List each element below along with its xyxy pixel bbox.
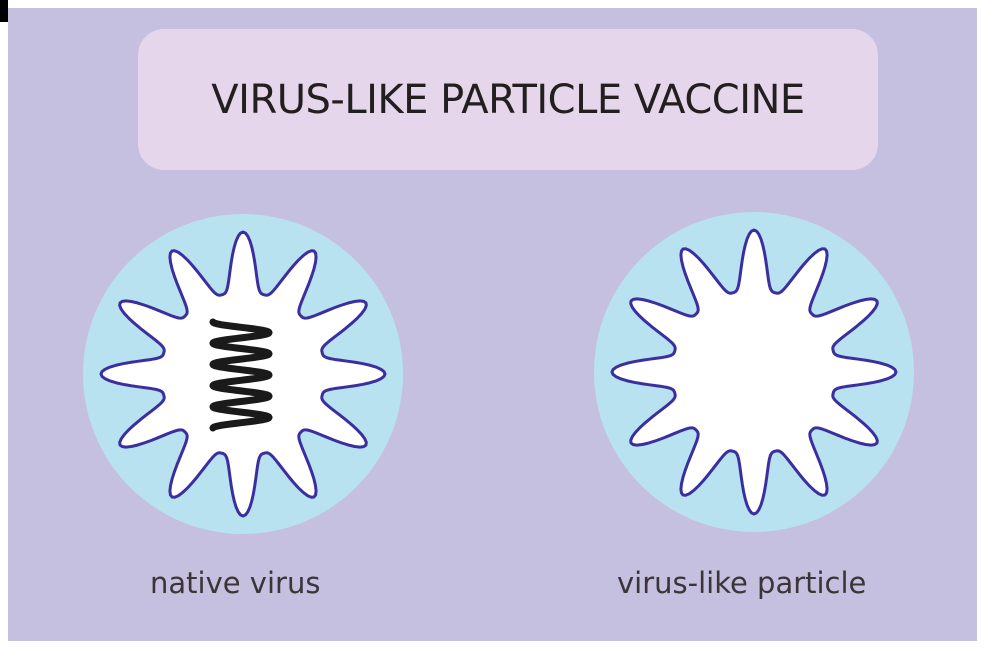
native-virus-diagram xyxy=(83,214,403,534)
virus-like-particle-caption: virus-like particle xyxy=(617,566,866,600)
corner-mark xyxy=(0,0,8,22)
native-virus-caption: native virus xyxy=(150,566,320,600)
virus-like-particle-diagram xyxy=(594,212,914,532)
title-box: VIRUS-LIKE PARTICLE VACCINE xyxy=(138,29,878,170)
diagram-title: VIRUS-LIKE PARTICLE VACCINE xyxy=(211,77,804,123)
